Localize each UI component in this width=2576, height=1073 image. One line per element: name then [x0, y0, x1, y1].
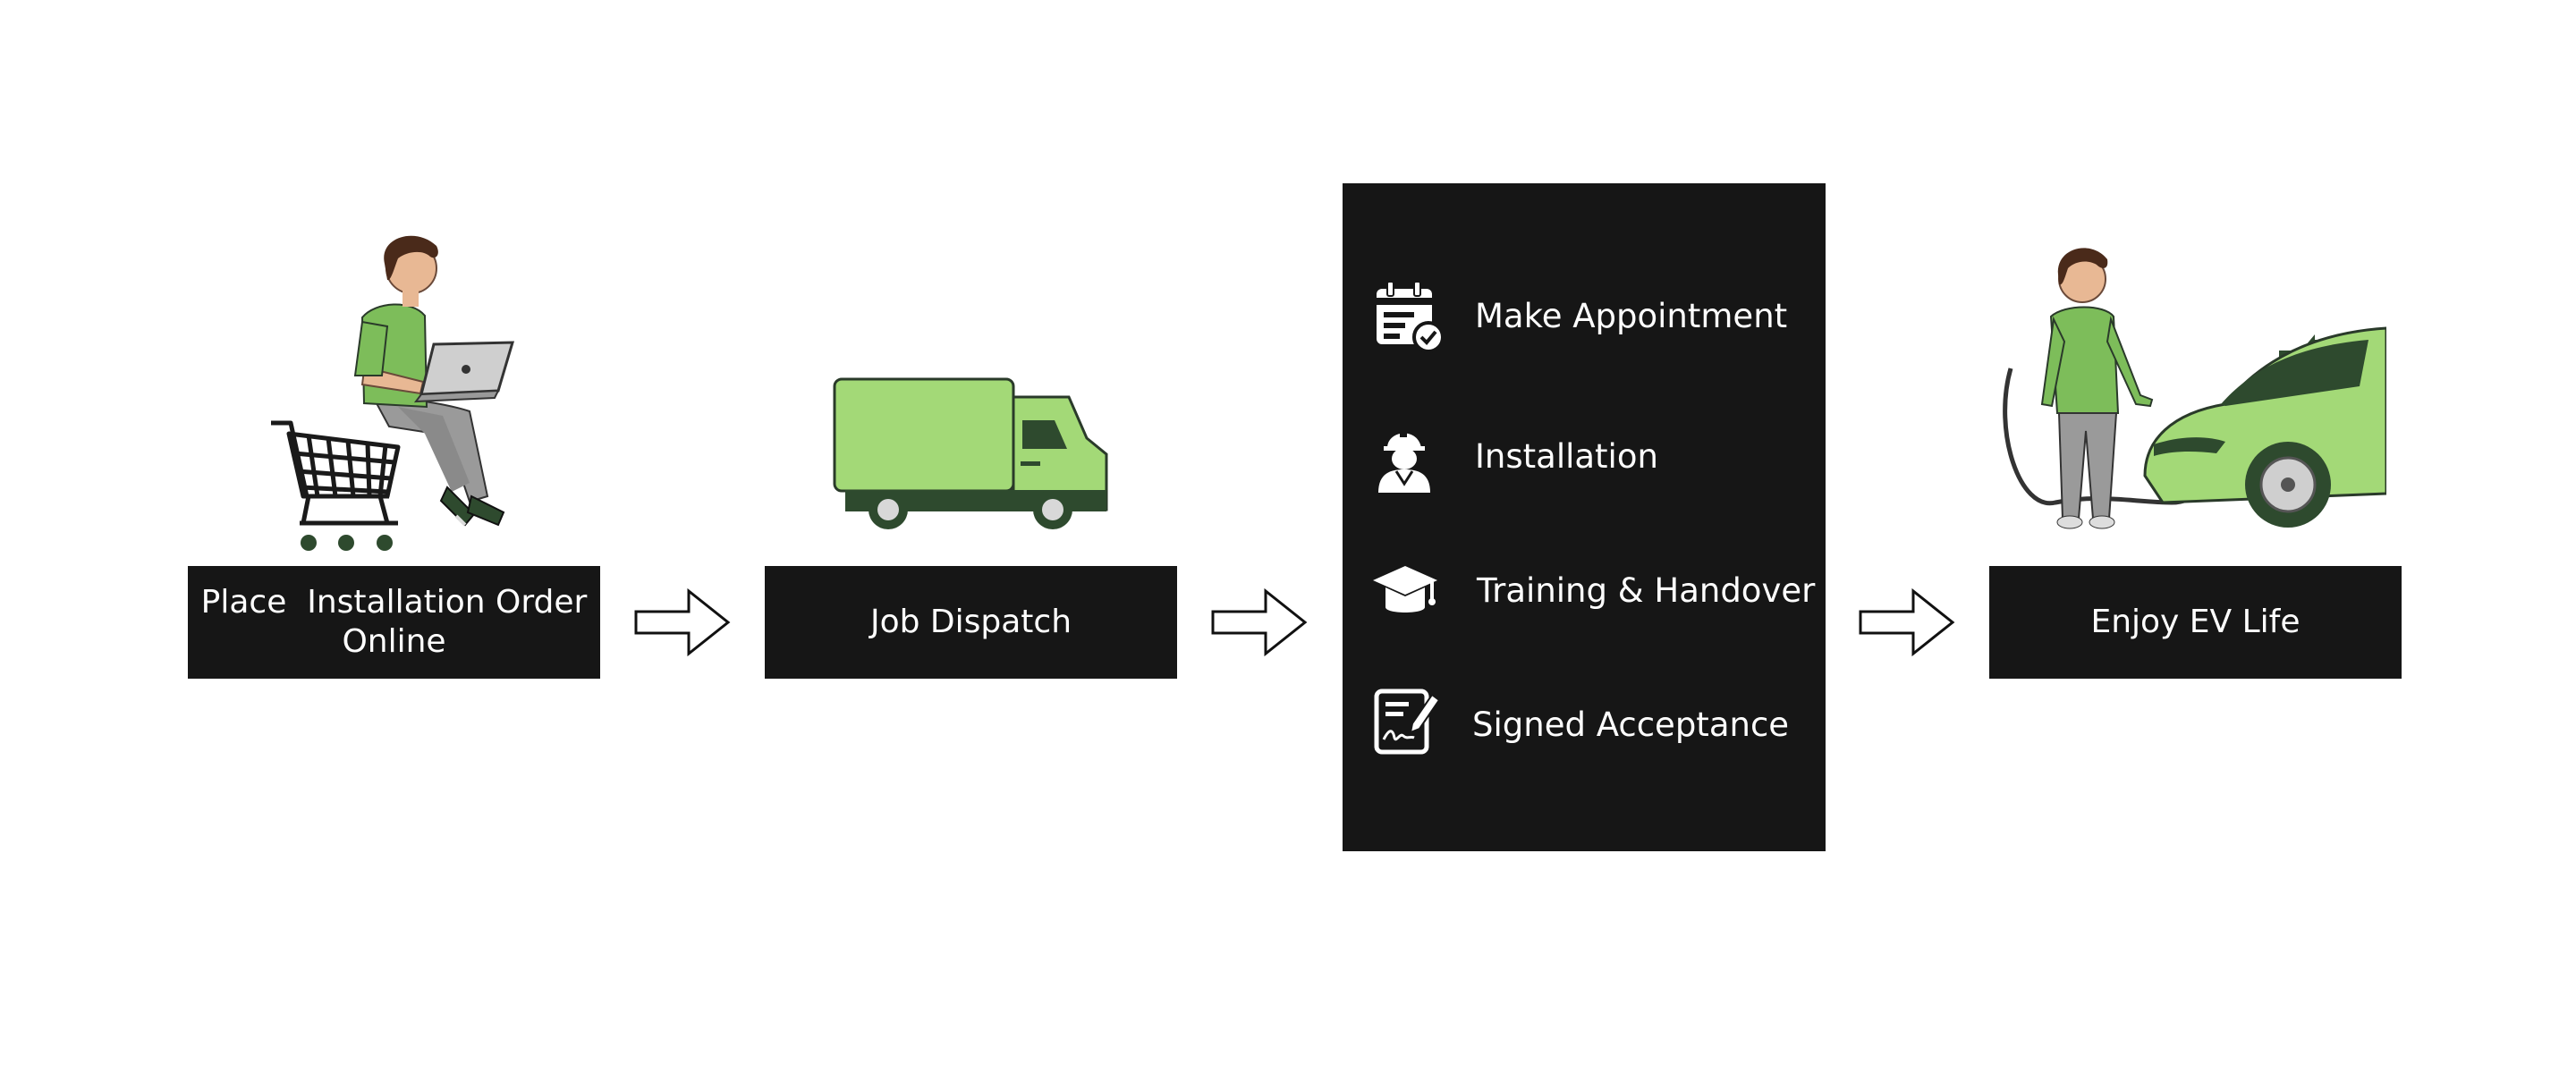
graduation-cap-icon: [1373, 566, 1437, 613]
step-signed-acceptance: Signed Acceptance: [1343, 684, 1826, 765]
delivery-truck-illustration: [833, 377, 1108, 529]
step-signed-acceptance-label: Signed Acceptance: [1472, 705, 1790, 744]
step-installation-label: Installation: [1475, 436, 1658, 476]
step-training-handover: Training & Handover: [1343, 550, 1826, 630]
calendar-check-icon: [1377, 281, 1445, 353]
flow-arrow-icon: [634, 588, 731, 656]
stage-enjoy-ev-label: Enjoy EV Life: [2090, 604, 2301, 640]
signed-document-icon: [1374, 689, 1441, 755]
step-installation: Installation: [1343, 416, 1826, 496]
stage-job-dispatch-label: Job Dispatch: [869, 604, 1072, 640]
installation-steps-panel: Make Appointment Installation Training &…: [1343, 183, 1826, 851]
stage-place-order-box: Place Installation Order Online: [188, 566, 600, 679]
stage-enjoy-ev-box: Enjoy EV Life: [1989, 566, 2402, 679]
worker-helmet-icon: [1378, 427, 1430, 493]
shopping-cart-icon: [271, 420, 401, 526]
step-training-handover-label: Training & Handover: [1477, 570, 1816, 610]
stage-place-order-label-line2: Online: [342, 623, 446, 660]
step-make-appointment-label: Make Appointment: [1475, 296, 1788, 335]
stage-job-dispatch-box: Job Dispatch: [765, 566, 1177, 679]
flow-arrow-icon: [1859, 588, 1955, 656]
person-with-laptop-illustration: [271, 235, 515, 551]
stage-place-order-label-line1: Place Installation Order: [200, 584, 588, 621]
person-charging-ev-illustration: [2003, 248, 2386, 529]
step-make-appointment: Make Appointment: [1343, 275, 1826, 356]
flow-arrow-icon: [1211, 588, 1308, 656]
